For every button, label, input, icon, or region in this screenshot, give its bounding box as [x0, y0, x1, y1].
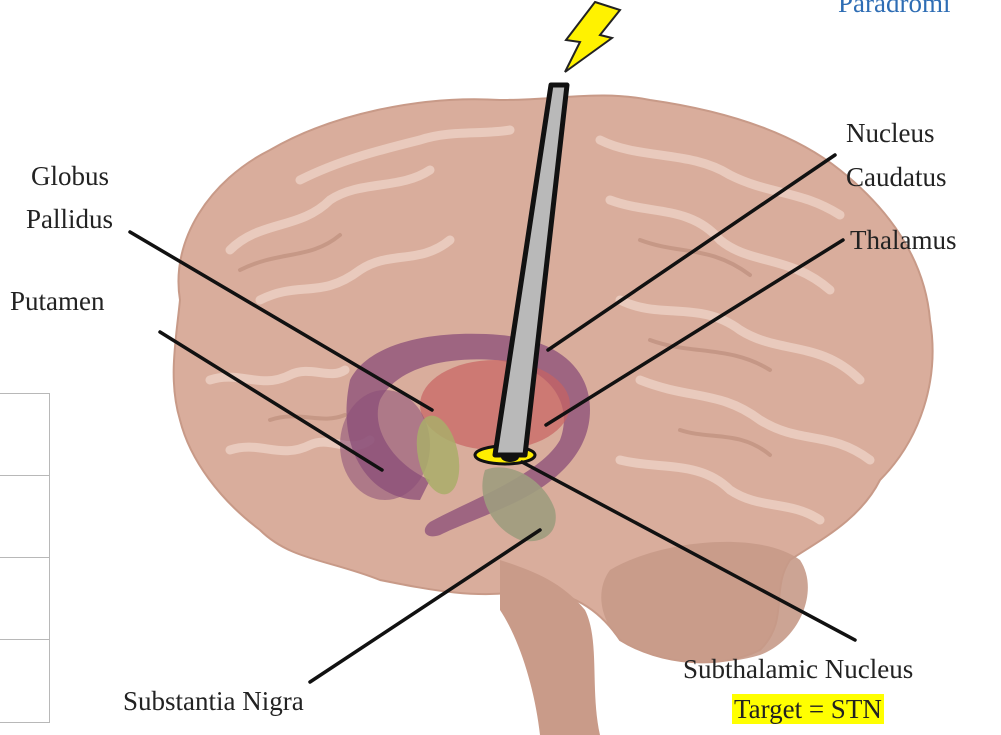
target-label-wrap: Target = STN [732, 693, 884, 725]
putamen [340, 390, 430, 500]
label-thalamus: Thalamus [850, 224, 956, 256]
label-globus-pallidus-line2: Pallidus [26, 203, 113, 235]
lightning-icon [565, 2, 620, 72]
label-target: Target = STN [732, 694, 884, 724]
label-substantia-nigra: Substantia Nigra [123, 685, 304, 717]
label-globus-pallidus-line1: Globus [31, 160, 109, 192]
label-putamen: Putamen [10, 285, 105, 317]
label-nucleus-caudatus-line2: Caudatus [846, 161, 947, 193]
label-nucleus-caudatus-line1: Nucleus [846, 117, 934, 149]
label-subthalamic-nucleus: Subthalamic Nucleus [683, 653, 913, 685]
